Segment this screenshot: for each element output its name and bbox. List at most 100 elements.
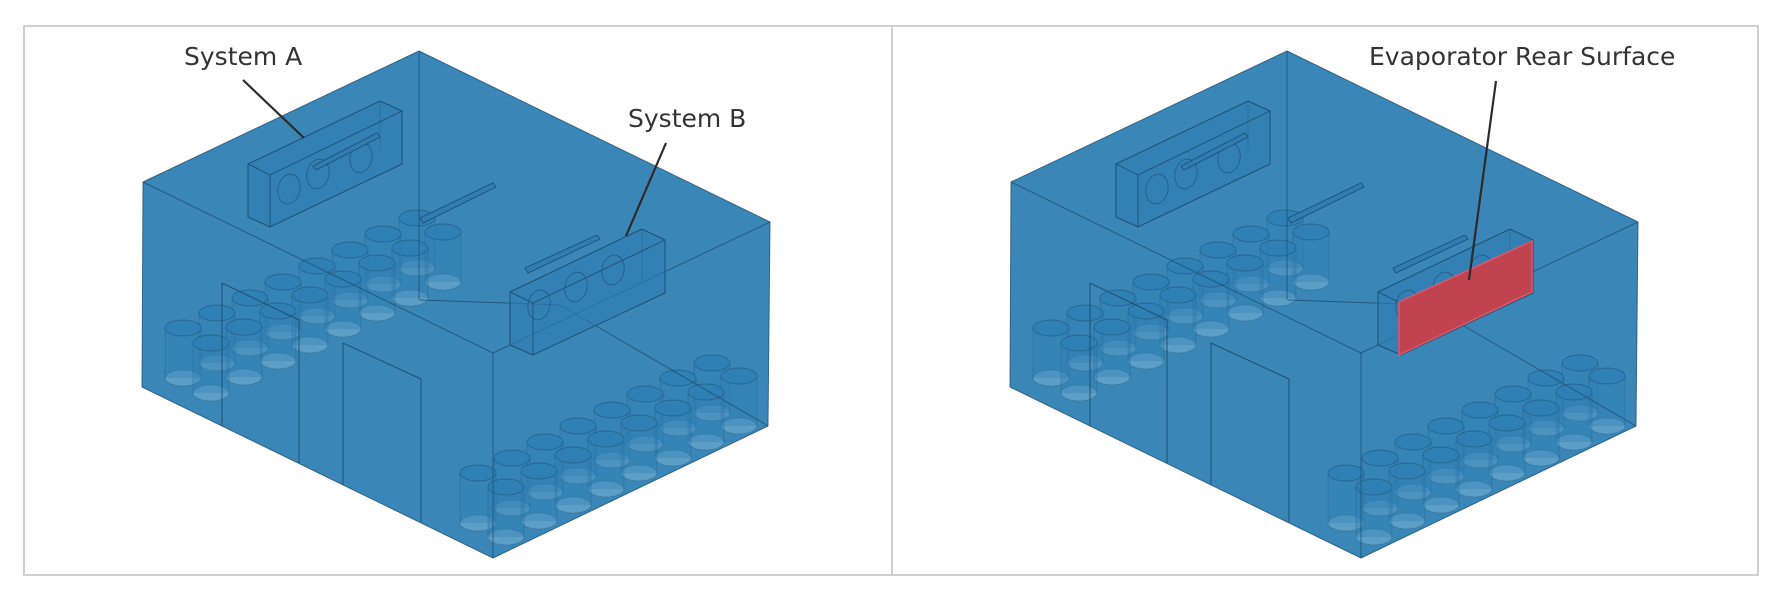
- cylinder-base: [1422, 496, 1460, 514]
- storage-cylinder: [1292, 223, 1330, 291]
- storage-cylinder: [1355, 478, 1393, 546]
- cylinder-top: [587, 430, 625, 448]
- fan-outline: [1145, 173, 1169, 205]
- cylinder-base: [1159, 336, 1197, 354]
- storage-cylinder: [554, 446, 592, 514]
- room-edge: [1635, 221, 1639, 427]
- room-edge: [141, 386, 494, 559]
- cylinder-top: [1327, 464, 1365, 482]
- storage-cylinder: [620, 414, 658, 482]
- cylinder-top: [331, 241, 369, 259]
- cylinder-top: [520, 462, 558, 480]
- cylinder-base: [620, 464, 658, 482]
- room-edge: [1009, 181, 1012, 388]
- cylinder-base: [654, 449, 692, 467]
- cylinder-top: [687, 383, 725, 401]
- cylinder-top: [1522, 399, 1560, 417]
- cylinder-base: [1132, 323, 1170, 341]
- cylinder-top: [1488, 414, 1526, 432]
- cylinder-base: [1561, 404, 1599, 422]
- cylinder-base: [1555, 433, 1593, 451]
- cylinder-top: [1455, 430, 1493, 448]
- cylinder-base: [291, 336, 329, 354]
- cylinder-top: [659, 369, 697, 387]
- cylinder-top: [487, 478, 525, 496]
- cylinder-top: [1388, 462, 1426, 480]
- cylinder-top: [264, 273, 302, 291]
- storage-cylinder: [487, 478, 525, 546]
- room-edge: [142, 181, 494, 354]
- room-edge: [1010, 50, 1288, 183]
- cylinder-base: [559, 467, 597, 485]
- cylinder-top: [358, 254, 396, 272]
- cylinder-base: [164, 369, 202, 387]
- storage-cylinder: [358, 254, 396, 322]
- cylinder-base: [1099, 339, 1137, 357]
- cylinder-base: [1361, 499, 1399, 517]
- panel-divider: [891, 25, 893, 576]
- cylinder-base: [1494, 435, 1532, 453]
- cylinder-top: [459, 464, 497, 482]
- cylinder-base: [1226, 304, 1264, 322]
- floor-cylinder-array: [1032, 209, 1626, 546]
- storage-cylinder: [1588, 367, 1626, 435]
- cylinder-top: [391, 239, 429, 257]
- door-1: [1089, 282, 1168, 463]
- cylinder-top: [593, 401, 631, 419]
- cylinder-base: [192, 384, 230, 402]
- cylinder-base: [364, 275, 402, 293]
- cylinder-top: [1394, 433, 1432, 451]
- cylinder-top: [298, 257, 336, 275]
- evaporator-unit-system-a: [1115, 100, 1271, 228]
- cylinder-base: [493, 499, 531, 517]
- door-2: [1210, 342, 1290, 522]
- cylinder-top: [626, 385, 664, 403]
- storage-cylinder: [424, 223, 462, 291]
- storage-cylinder: [1327, 464, 1365, 532]
- cylinder-base: [398, 259, 436, 277]
- cylinder-base: [324, 320, 362, 338]
- cylinder-top: [1093, 318, 1131, 336]
- cylinder-top: [1422, 446, 1460, 464]
- storage-cylinder: [520, 462, 558, 530]
- cylinder-top: [1226, 254, 1264, 272]
- cylinder-base: [1355, 528, 1393, 546]
- storage-cylinder: [192, 334, 230, 402]
- cylinder-base: [1455, 480, 1493, 498]
- cylinder-top: [720, 367, 758, 385]
- cylinder-base: [1292, 273, 1330, 291]
- cylinder-top: [192, 334, 230, 352]
- fan-outline: [306, 158, 330, 190]
- fan-outline: [601, 254, 625, 286]
- storage-cylinder: [1388, 462, 1426, 530]
- cylinder-base: [1032, 369, 1070, 387]
- cylinder-top: [164, 319, 202, 337]
- air-vent-bar: [1180, 132, 1249, 171]
- cylinder-base: [1060, 384, 1098, 402]
- storage-cylinder: [1093, 318, 1131, 386]
- doors: [221, 282, 422, 522]
- storage-cylinder: [1060, 334, 1098, 402]
- storage-cylinder: [231, 289, 269, 357]
- cylinder-base: [487, 528, 525, 546]
- cylinder-top: [1159, 286, 1197, 304]
- cylinder-base: [231, 339, 269, 357]
- storage-cylinder: [164, 319, 202, 387]
- cylinder-base: [264, 323, 302, 341]
- ceiling-vent-bar: [1287, 182, 1365, 224]
- cylinder-base: [1394, 483, 1432, 501]
- cylinder-top: [1099, 289, 1137, 307]
- cylinder-top: [1066, 304, 1104, 322]
- cylinder-base: [554, 496, 592, 514]
- cylinder-top: [1060, 334, 1098, 352]
- storage-cylinder: [687, 383, 725, 451]
- evaporator-unit-system-a: [247, 100, 403, 228]
- storage-cylinder: [1455, 430, 1493, 498]
- room-edge: [418, 50, 771, 223]
- storage-cylinder: [1422, 446, 1460, 514]
- storage-cylinder: [1032, 319, 1070, 387]
- cylinder-base: [1166, 307, 1204, 325]
- cylinder-top: [1259, 239, 1297, 257]
- storage-cylinder: [1159, 286, 1197, 354]
